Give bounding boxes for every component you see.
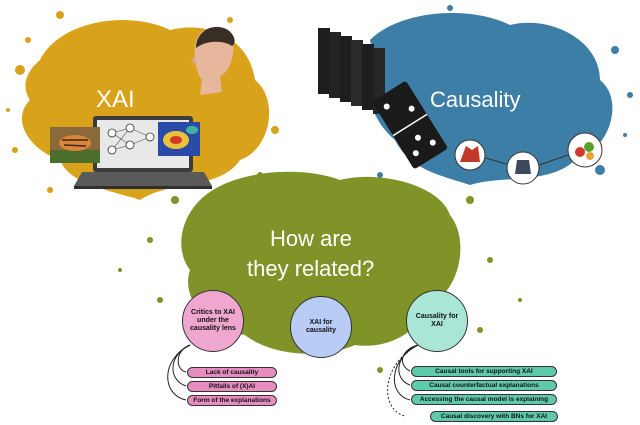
- factory-icon: [454, 139, 486, 171]
- causality-item: Causal counterfactual explanations: [411, 380, 557, 391]
- causality-item: Accessing the causal model is explaining: [411, 394, 557, 405]
- xai-label: XAI: [96, 86, 135, 113]
- circle-xai-for-causality: XAI for causality: [290, 296, 352, 358]
- circle-critics: Critics to XAI under the causality lens: [182, 290, 244, 352]
- weight-icon: [506, 151, 540, 185]
- dominoes-icon: [318, 28, 448, 169]
- critics-item: Pitfalls of (X)AI: [187, 381, 277, 392]
- causal-arrow: [485, 157, 507, 165]
- causality-item: Causal tools for supporting XAI: [411, 366, 557, 377]
- critics-item: Lack of causality: [187, 367, 277, 378]
- fruits-icon: [567, 132, 603, 168]
- circle-causality-for-xai: Causality for XAI: [406, 290, 468, 352]
- heatmap-icon: [158, 122, 200, 156]
- causal-arrow: [538, 154, 569, 166]
- center-question-line1: How are: [270, 226, 352, 251]
- critics-connectors: [167, 344, 191, 401]
- causality-extra-item: Causal discovery with BNs for XAI: [430, 411, 558, 422]
- causality-label: Causality: [430, 87, 521, 112]
- tiger-photo-icon: [50, 127, 100, 163]
- person-head-icon: [191, 26, 235, 95]
- critics-item: Form of the explanations: [187, 395, 277, 406]
- causality-connectors: [387, 344, 419, 417]
- center-question-line2: they related?: [247, 256, 375, 281]
- center-paint-blob: [118, 171, 522, 373]
